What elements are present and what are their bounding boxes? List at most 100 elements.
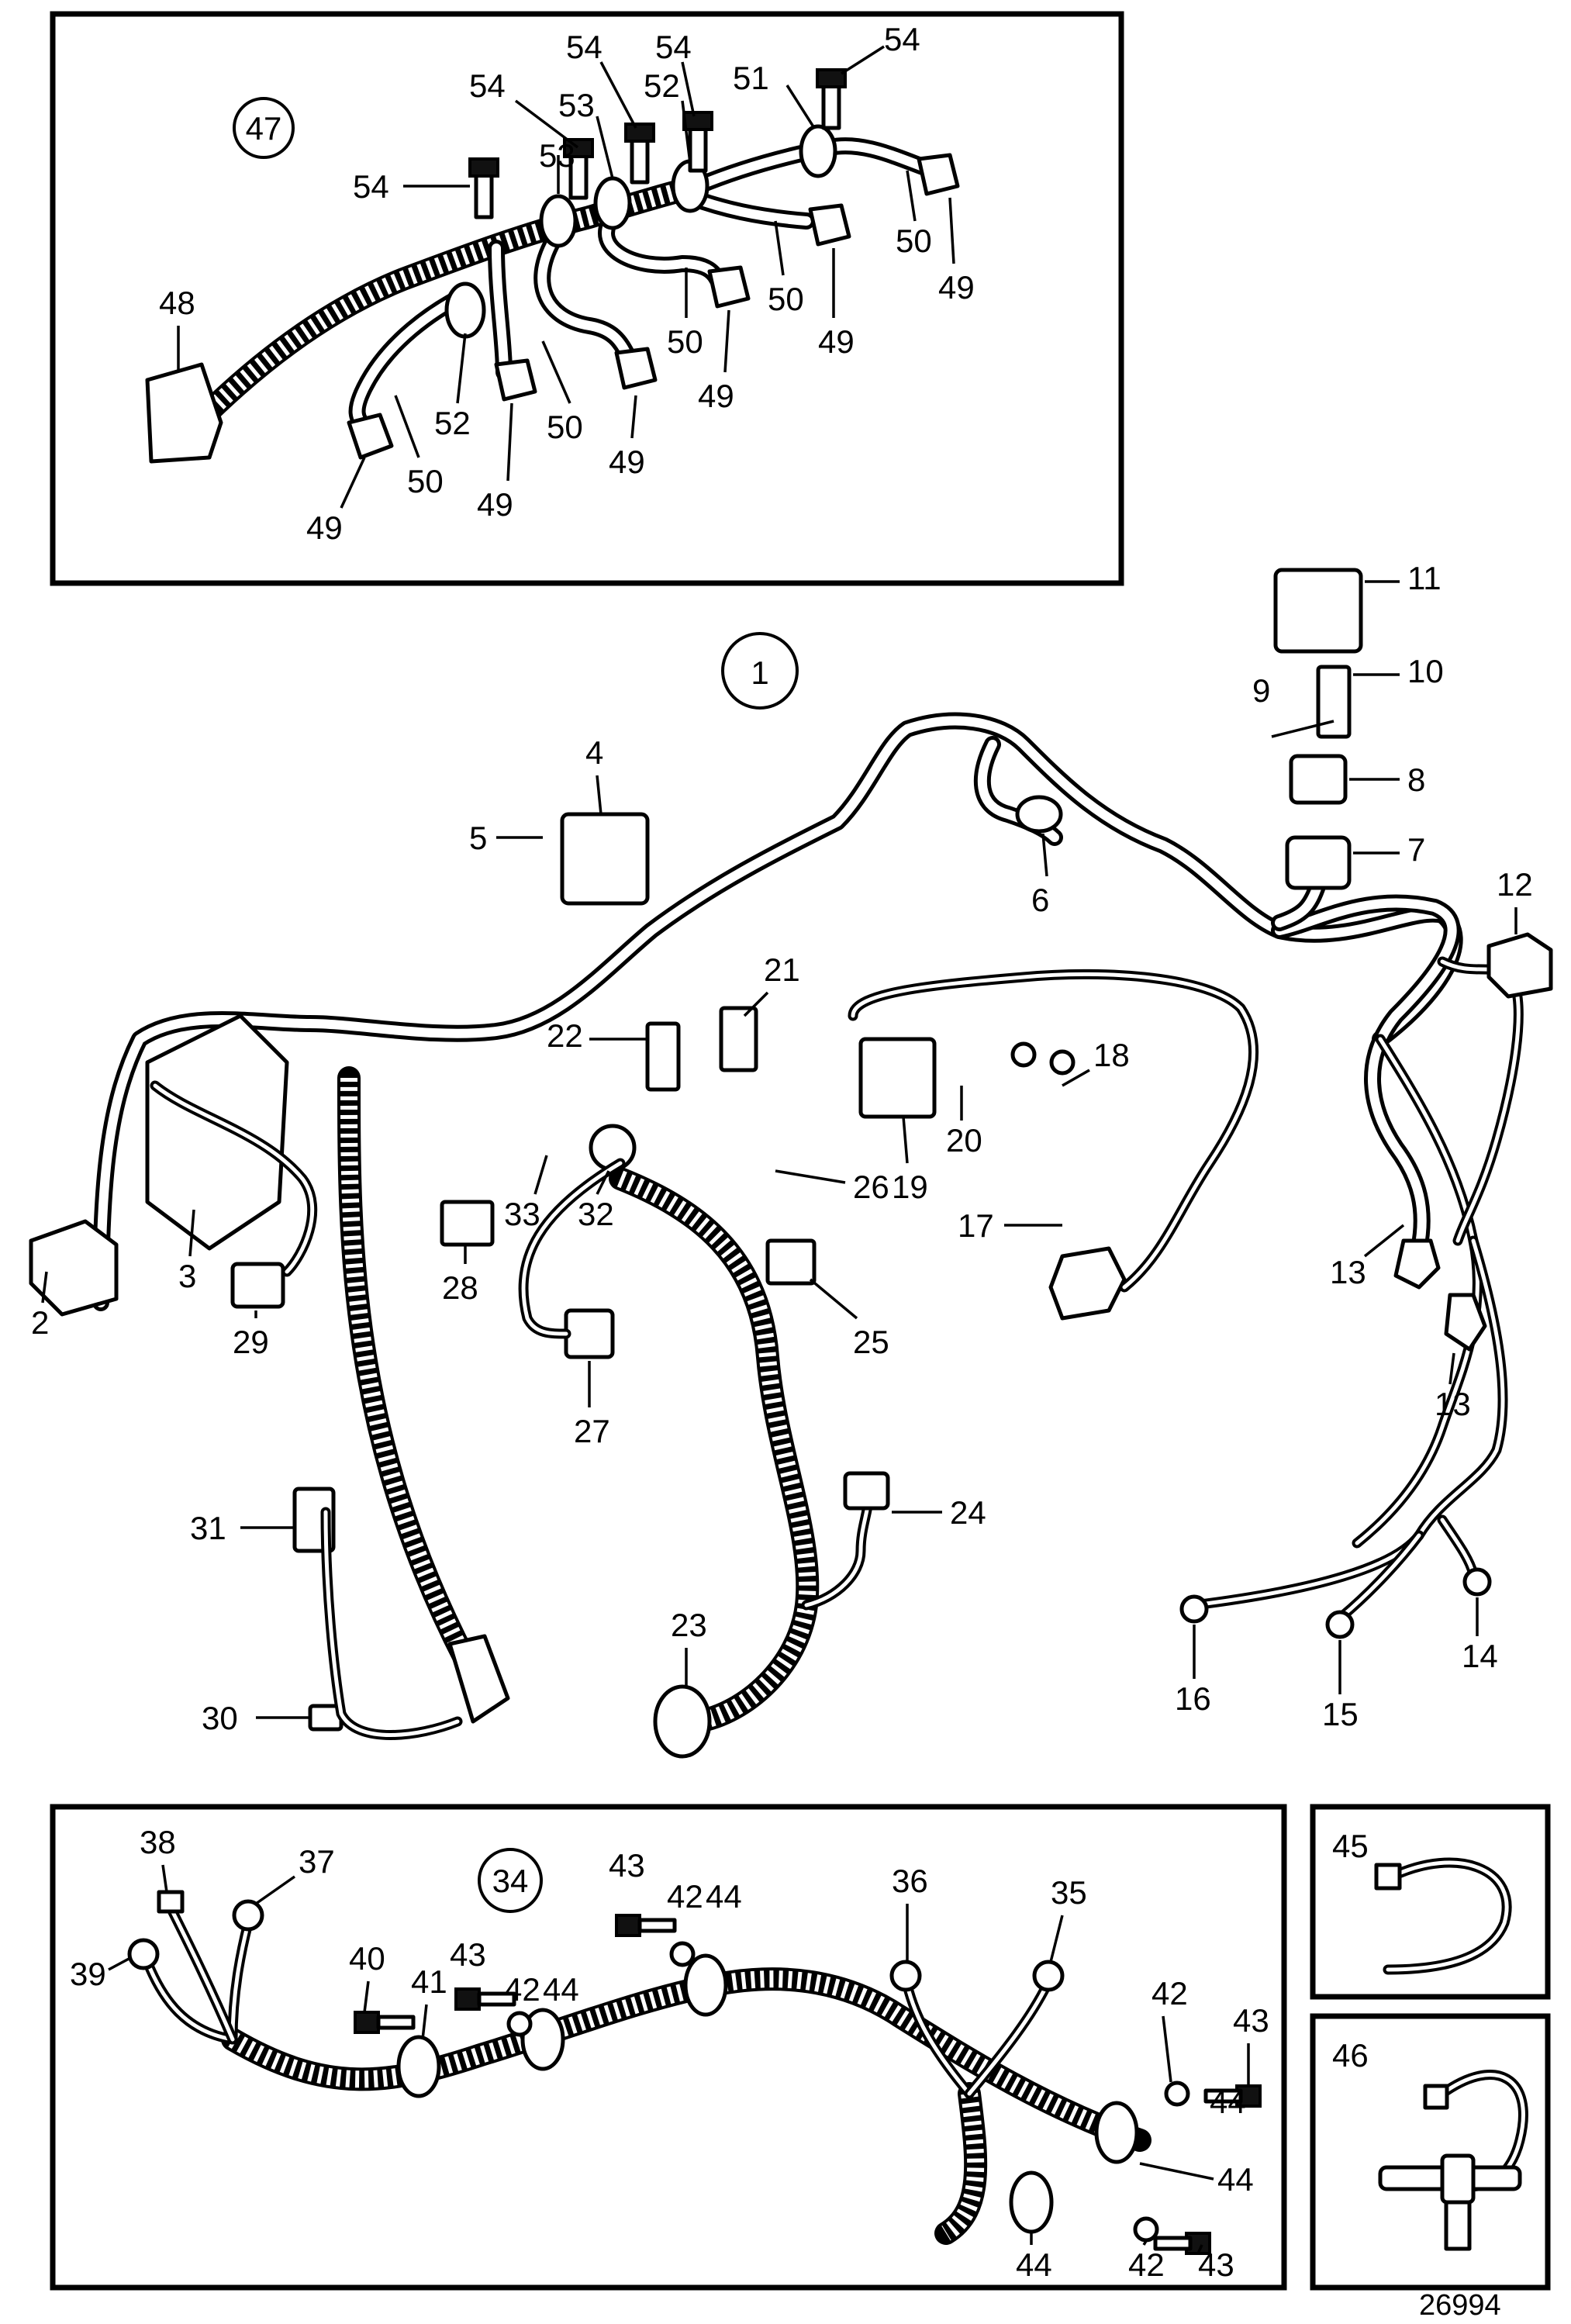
inset-47-frame	[50, 11, 1124, 586]
callout-44: 44	[1210, 2084, 1246, 2120]
inset-46-cable-tie-mount: 46	[1310, 2013, 1551, 2291]
callout-49: 49	[306, 509, 343, 546]
callout-43: 43	[1198, 2246, 1234, 2283]
callout-8: 8	[1407, 761, 1425, 798]
inset-45-label: 45	[1332, 1828, 1369, 1864]
callout-35: 35	[1051, 1874, 1087, 1911]
ring-terminal-36	[889, 1960, 922, 1992]
washer-42-d	[1133, 2216, 1159, 2243]
callout-49: 49	[698, 378, 734, 414]
callout-11: 11	[1407, 560, 1442, 596]
callout-4: 4	[585, 734, 603, 771]
injector-connector-49-f	[917, 153, 960, 196]
callout-44: 44	[543, 1971, 579, 2008]
bolt-54-a	[468, 157, 499, 219]
callout-43: 43	[609, 1847, 645, 1884]
inset-47-tag-circle	[233, 97, 295, 159]
washer-42-b	[669, 1941, 696, 1967]
callout-42: 42	[1128, 2246, 1165, 2283]
callout-40: 40	[349, 1940, 385, 1977]
callout-42: 42	[667, 1878, 703, 1915]
ring-terminal-15	[1325, 1610, 1355, 1639]
callout-54: 54	[353, 168, 389, 205]
bolt-43-d	[1153, 2232, 1211, 2255]
callout-43: 43	[1233, 2002, 1269, 2039]
connector-24	[843, 1471, 890, 1511]
clamp-41	[396, 2035, 441, 2098]
callout-2: 2	[31, 1304, 49, 1341]
callout-50: 50	[667, 323, 703, 360]
sensor-23	[653, 1684, 712, 1759]
connector-28	[440, 1200, 495, 1247]
bolt-43-a	[454, 1987, 516, 2011]
ring-terminal-39	[127, 1938, 160, 1970]
callout-50: 50	[896, 223, 932, 259]
sensor-27	[564, 1308, 615, 1359]
callout-19: 19	[892, 1169, 928, 1205]
callout-14: 14	[1462, 1638, 1498, 1674]
clamp-44-b	[683, 1953, 728, 2017]
callout-43: 43	[450, 1936, 486, 1973]
callouts-main: 2 3 4 5 6 7 8 9 10 11 12 13 13 14	[31, 560, 1533, 1736]
callout-31: 31	[190, 1510, 226, 1546]
connector-19	[858, 1037, 937, 1119]
callout-44: 44	[1217, 2161, 1254, 2198]
ring-terminal-37	[232, 1899, 264, 1932]
callout-49: 49	[477, 486, 513, 523]
callout-50: 50	[768, 281, 804, 317]
callout-28: 28	[442, 1269, 478, 1306]
ring-terminal-14	[1462, 1567, 1492, 1597]
callout-24: 24	[950, 1494, 986, 1531]
callout-54: 54	[884, 21, 920, 57]
callout-25: 25	[853, 1324, 889, 1360]
inset-47-tag-label: 47	[246, 110, 282, 147]
inset-45-cable-tie: 45	[1310, 1804, 1551, 2000]
callout-49: 49	[609, 444, 645, 480]
callout-5: 5	[469, 820, 487, 856]
callout-27: 27	[574, 1413, 610, 1449]
inset-45-frame	[1310, 1804, 1551, 2000]
callout-12: 12	[1497, 866, 1533, 903]
callout-50: 50	[407, 463, 444, 499]
inset-46-frame	[1310, 2013, 1551, 2291]
clamp-53-a	[539, 194, 578, 248]
inset-47-fuel-injector-harness: 47	[50, 11, 1124, 586]
ring-terminal-16	[1179, 1594, 1209, 1624]
callout-15: 15	[1322, 1696, 1359, 1732]
callout-13: 13	[1435, 1386, 1471, 1422]
sensor-6	[1015, 795, 1063, 834]
callout-54: 54	[469, 67, 506, 104]
injector-connector-49-a	[347, 413, 394, 460]
inset-34-trunk	[221, 1967, 1151, 2152]
clamp-51	[799, 124, 837, 178]
connector-38	[157, 1890, 185, 1914]
injector-connector-49-d	[707, 265, 751, 309]
callouts-inset-34: 35 36 37 38 39 40 41 42 42 42 42 43 43 4…	[70, 1824, 1269, 2283]
connector-2	[29, 1219, 119, 1317]
connector-48	[145, 362, 223, 464]
callout-7: 7	[1407, 831, 1425, 868]
callout-13: 13	[1330, 1254, 1366, 1290]
callout-10: 10	[1407, 653, 1444, 689]
clamp-44-c	[1094, 2101, 1139, 2164]
tie-head-46	[1423, 2084, 1449, 2110]
callout-49: 49	[938, 269, 975, 306]
clamp-52-a	[444, 281, 486, 339]
bolt-43-b	[615, 1914, 677, 1937]
callout-29: 29	[233, 1324, 269, 1360]
injector-connector-49-c	[614, 347, 658, 390]
inset-34-tag-label: 34	[492, 1863, 529, 1899]
callout-41: 41	[411, 1963, 447, 2000]
callout-39: 39	[70, 1956, 106, 1992]
connector-22	[645, 1021, 681, 1092]
connector-29	[230, 1262, 285, 1309]
relay-cover-11	[1273, 568, 1363, 654]
terminal-18-a	[1010, 1041, 1037, 1068]
main-engine-harness: 1	[29, 560, 1553, 1759]
main-assembly-tag-label: 1	[751, 654, 768, 691]
clamp-44-a	[520, 2008, 565, 2071]
callout-37: 37	[299, 1843, 335, 1880]
callout-42: 42	[1151, 1975, 1188, 2011]
injector-connector-49-b	[494, 358, 537, 402]
